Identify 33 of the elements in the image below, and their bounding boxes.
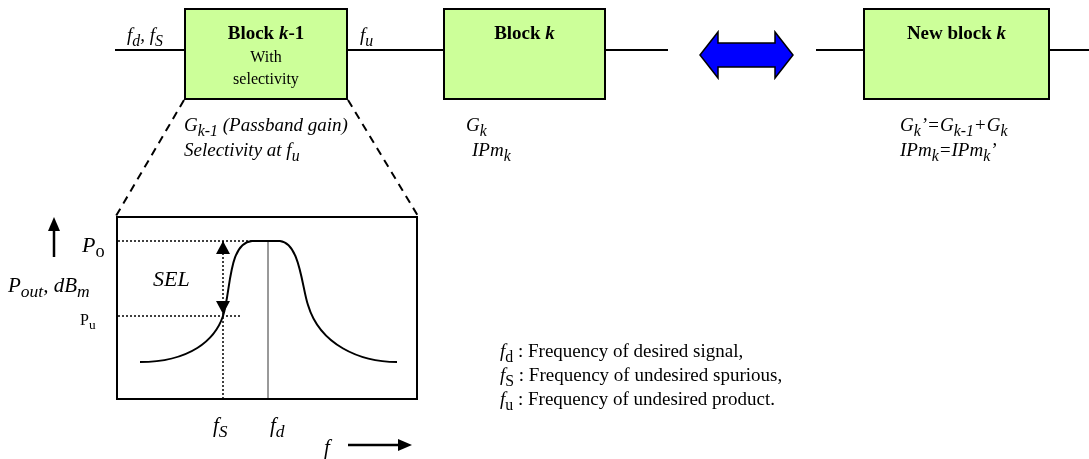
tick-label: f$_{S}$ — [213, 414, 228, 442]
plot-frame — [116, 216, 418, 400]
block-box — [443, 8, 606, 100]
zoom-guide-line — [347, 99, 419, 217]
selectivity-label: SEL — [153, 267, 190, 292]
signal-line — [347, 49, 444, 51]
edge-label: f$_{d}$, f$_{S}$ — [127, 25, 163, 50]
signal-line — [605, 49, 669, 51]
block-box — [184, 8, 348, 100]
block-parameter: Selectivity at f$_{u}$ — [184, 140, 300, 165]
zoom-guide-line — [115, 99, 185, 217]
signal-line — [114, 49, 185, 51]
block-title: Block k — [493, 23, 556, 44]
axis-title: P$_{out}$, dB$_{m}$ — [8, 274, 90, 302]
block-title: New block k — [905, 23, 1008, 44]
definition-text: f$_{d}$ : Frequency of desired signal, — [500, 341, 744, 366]
block-box — [863, 8, 1050, 100]
block-parameter: IPm$_{k}$ — [472, 140, 511, 165]
block-description: With selectivity — [232, 47, 300, 90]
block-parameter: G$_{k}$’=G$_{k-1}$+G$_{k}$ — [900, 115, 1008, 140]
axis-level-label: P$_{o}$ — [82, 233, 105, 262]
block-parameter: G$_{k}$ — [466, 115, 487, 140]
block-title: Block k-1 — [226, 23, 306, 44]
block-parameter: G$_{k-1}$ (Passband gain) — [184, 115, 348, 140]
edge-label: f$_{u}$ — [360, 25, 374, 50]
axis-title: f — [324, 436, 330, 459]
tick-label: f$_{d}$ — [270, 414, 285, 442]
definition-text: f$_{u}$ : Frequency of undesired product. — [500, 389, 775, 414]
signal-line — [1049, 49, 1089, 51]
axis-level-label: P$_{u}$ — [80, 311, 96, 333]
definition-text: f$_{S}$ : Frequency of undesired spurious, — [500, 365, 783, 390]
signal-line — [815, 49, 864, 51]
block-parameter: IPm$_{k}$=IPm$_{k}$’ — [900, 140, 997, 165]
